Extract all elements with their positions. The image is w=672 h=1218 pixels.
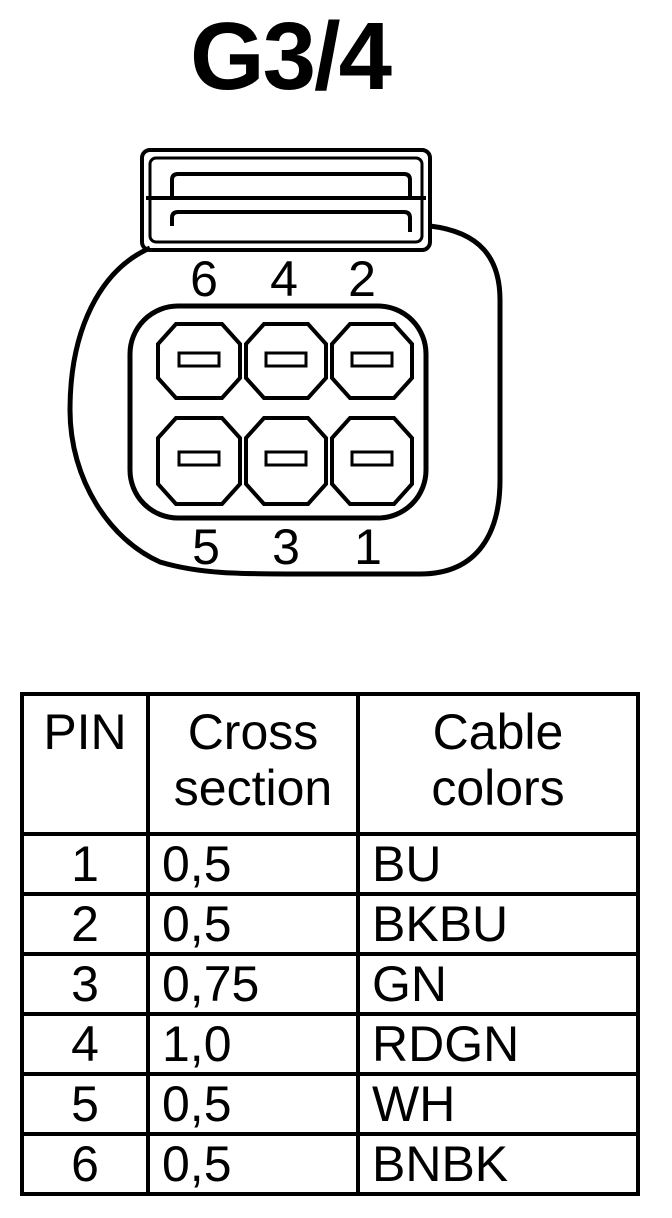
pin-number: 2 — [20, 892, 150, 956]
cable-color-value: GN — [356, 952, 640, 1016]
table-header-row: PIN Cross section Cable colors — [20, 692, 640, 836]
pin-label-2: 2 — [348, 251, 376, 307]
pin-label-3: 3 — [272, 519, 300, 575]
cable-color-value: WH — [356, 1072, 640, 1136]
header-cross-line1: Cross — [187, 704, 319, 760]
locking-tab — [140, 148, 432, 252]
table-row: 2 0,5 BKBU — [20, 892, 640, 956]
cross-section-value: 0,5 — [146, 832, 360, 896]
header-pin: PIN — [20, 692, 150, 836]
pin-socket-6 — [156, 322, 242, 400]
pin-sockets — [156, 322, 414, 506]
cable-color-value: BU — [356, 832, 640, 896]
pin-label-5: 5 — [192, 519, 220, 575]
cross-section-value: 0,5 — [146, 1132, 360, 1196]
header-pin-label: PIN — [43, 704, 127, 760]
table-row: 6 0,5 BNBK — [20, 1132, 640, 1196]
header-cross-section: Cross section — [146, 692, 360, 836]
cable-color-value: BNBK — [356, 1132, 640, 1196]
cross-section-value: 0,5 — [146, 1072, 360, 1136]
pin-label-4: 4 — [270, 251, 298, 307]
header-colors-line1: Cable — [432, 704, 564, 760]
pin-label-1: 1 — [354, 519, 382, 575]
pin-number: 4 — [20, 1012, 150, 1076]
pin-number: 6 — [20, 1132, 150, 1196]
cable-color-value: BKBU — [356, 892, 640, 956]
table-row: 3 0,75 GN — [20, 952, 640, 1016]
header-cross-line2: section — [173, 760, 333, 816]
pin-number: 3 — [20, 952, 150, 1016]
pin-socket-5 — [156, 416, 242, 506]
pin-socket-3 — [244, 416, 328, 506]
header-colors-line2: colors — [431, 760, 565, 816]
table-row: 5 0,5 WH — [20, 1072, 640, 1136]
pin-number: 5 — [20, 1072, 150, 1136]
header-cable-colors: Cable colors — [356, 692, 640, 836]
pin-assignment-table: PIN Cross section Cable colors 1 0,5 BU … — [20, 692, 640, 1196]
pin-socket-2 — [330, 322, 414, 400]
table-row: 4 1,0 RDGN — [20, 1012, 640, 1076]
table-row: 1 0,5 BU — [20, 832, 640, 896]
cross-section-value: 1,0 — [146, 1012, 360, 1076]
pin-socket-4 — [244, 322, 328, 400]
pin-cavity — [127, 303, 429, 521]
cross-section-value: 0,5 — [146, 892, 360, 956]
pin-label-6: 6 — [190, 251, 218, 307]
connector-title: G3/4 — [189, 3, 392, 110]
pin-number: 1 — [20, 832, 150, 896]
cable-color-value: RDGN — [356, 1012, 640, 1076]
connector-diagram: 6 4 2 5 3 1 — [67, 148, 503, 577]
connector-housing — [67, 223, 503, 577]
pin-socket-1 — [330, 416, 414, 506]
cross-section-value: 0,75 — [146, 952, 360, 1016]
